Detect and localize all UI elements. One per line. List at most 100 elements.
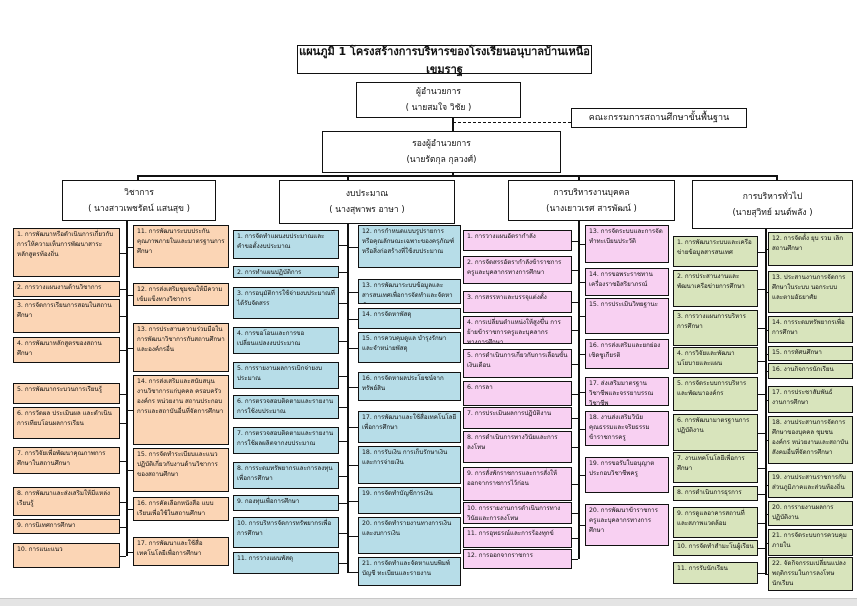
connector-line [572,270,578,272]
connector-line [339,272,347,274]
department-head: (นางเยาวเรศ สารพัฒน์ ) [546,203,637,214]
connector-line [572,447,578,449]
department-head: ( นางสุพาพร อาษา ) [329,205,405,215]
connector-line [765,330,768,332]
task-box: 1. การพัฒนาหรือดำเนินการเกี่ยวกับการให้ค… [13,228,120,277]
connector-line [137,175,777,177]
connector-line [120,289,126,291]
connector-line [339,303,347,305]
task-box: 20. การรายงานผลการปฏิบัติงาน [768,501,853,526]
connector-line [137,175,139,180]
task-box: 3. การจัดการเรียนการสอนในสถานศึกษา [13,299,120,333]
connector-line [572,484,578,486]
department-box-academic: วิชาการ ( นางสาวเพชรัตน์ แสนสุข ) [62,180,216,221]
connector-line [758,548,765,550]
connector-line [120,350,126,352]
task-box: 4. การเปลี่ยนตำแหน่งให้สูงขึ้น การย้ายข้… [463,316,572,344]
connector-line [126,295,133,297]
connector-line [765,400,768,402]
task-box: 17. การพัฒนาและใช้สื่อเทคโนโลยีเพื่อการศ… [358,411,461,443]
connector-line [339,407,347,409]
department-box-general: การบริหารทั่วไป(นายสุวิทย์ มนต์พลัง ) [692,180,853,229]
task-box: 19. การจัดทำบัญชีการเงิน [358,487,461,514]
bottom-bar [0,598,857,606]
department-title: วิชาการ [124,187,154,198]
task-box: 5. การรายงานผลการเบิกจ่ายงบประมาณ [233,362,339,389]
task-box: 3. การสรรหาและบรรจุแต่งตั้ง [463,291,572,313]
connector-line [126,552,133,554]
connector-line [578,429,585,431]
deputy-box: รองผู้อำนวยการ (นายรัตกุล กุลวงศ์) [322,131,561,173]
connector-line [758,289,765,291]
connector-line [339,563,347,565]
connector-line [765,440,768,442]
connector-line [758,328,765,330]
connector-line [339,503,347,505]
task-box: 12. การจัดตั้ง ยุบ รวม เลิกสถานศึกษา [768,232,853,266]
deputy-role: รองผู้อำนวยการ [412,139,471,149]
connector-line [758,573,765,575]
task-box: 12. การออกจากราชการ [463,549,572,569]
task-box: 21. การจัดทำและจัดหาแบบพิมพ์บัญชี ทะเบีย… [358,557,461,586]
task-box: 17. การประชาสัมพันธ์งานการศึกษา [768,386,853,413]
task-box: 11. การพัฒนาระบบประกันคุณภาพภายในและมาตร… [133,225,229,268]
task-box: 9. การนิเทศการศึกษา [13,519,120,534]
connector-line [578,175,580,180]
task-box: 16. การส่งเสริมและยกย่องเชิดชูเกียรติ [585,339,669,369]
connector-line [347,319,358,321]
department-head: (นายสุวิทย์ มนต์พลัง ) [732,207,813,218]
task-box: 6. การตรวจสอบติดตามและรายงานการใช้งบประม… [233,395,339,419]
task-box: 8. การระดมทรัพยากรและการลงทุนเพื่อการศึก… [233,462,339,489]
task-box: 2. การประสานงานและพัฒนาเครือข่ายการศึกษา [673,270,758,307]
task-box: 9. กองทุนเพื่อการศึกษา [233,495,339,511]
connector-line [452,172,454,176]
task-box: 3. การวางแผนการบริหารการศึกษา [673,310,758,346]
connector-line [347,247,358,249]
task-box: 7. การประเมินผลการปฏิบัติงาน [463,407,572,429]
connector-line [347,387,358,389]
connector-line [765,249,768,251]
connector-line [347,572,358,574]
task-box: 1. การจัดทำแผนงบประมาณและคำขอตั้งงบประมา… [233,230,339,259]
connector-line [578,282,585,284]
connector-line [126,247,133,249]
connector-line [578,244,585,246]
connector-line [347,175,349,180]
task-box: 8. การพัฒนาและส่งเสริมให้มีแหล่งเรียนรู้ [13,487,120,516]
task-box: 15. การจัดทำระเบียบและแนวปฏิบัติเกี่ยวกั… [133,448,229,492]
department-head: ( นางสาวเพชรัตน์ แสนสุข ) [88,203,190,214]
task-box: 20. การจัดทำรายงานทางการเงินและงบการเงิน [358,517,461,554]
connector-line [452,117,454,131]
task-box: 15. การทัศนศึกษา [768,346,853,361]
deputy-name: (นายรัตกุล กุลวงศ์) [406,155,477,165]
connector-line [758,394,765,396]
task-box: 6. การลา [463,381,572,406]
task-box: 16. การจัดหาผลประโยชน์จากทรัพย์สิน [358,372,461,401]
task-box: 4. การขอโอนและการขอเปลี่ยนแปลงงบประมาณ [233,327,339,354]
connector-line [347,292,358,294]
task-box: 8. การดำเนินการธุรการ [673,486,758,501]
department-title: การบริหารงานบุคคล [553,187,630,198]
connector-line [120,461,126,463]
task-box: 17. ส่งเสริมมาตรฐานวิชาชีพและจรรยาบรรณวิ… [585,377,669,406]
connector-line [758,252,765,254]
task-box: 19. การขอรับใบอนุญาตประกอบวิชาชีพครู [585,457,669,493]
task-box: 3. การอนุมัติการใช้จ่ายงบประมาณที่ได้รับ… [233,287,339,319]
task-box: 2. การวางแผนงานด้านวิชาการ [13,281,120,297]
task-box: 8. การดำเนินการทางวินัยและการลงโทษ [463,431,572,463]
connector-line [578,392,585,394]
chart-title: แผนภูมิ 1 โครงสร้างการบริหารของโรงเรียนอ… [297,45,592,76]
connector-line [572,241,578,243]
connector-line [347,501,358,503]
task-box: 4. การวิจัยและพัฒนานโยบายและแผน [673,347,758,374]
department-spine [578,221,580,559]
department-box-personnel: การบริหารงานบุคคล (นางเยาวเรศ สารพัฒน์ ) [508,180,675,221]
task-box: 7. การวิจัยเพื่อพัฒนาคุณภาพการศึกษาในสถา… [13,447,120,474]
task-box: 14. การระดมทรัพยากรเพื่อการศึกษา [768,316,853,343]
task-box: 13. ประสานงานการจัดการศึกษาในระบบ นอกระบ… [768,271,853,313]
task-box: 10. การบริหารจัดการทรัพยากรเพื่อการศึกษา [233,517,339,548]
committee-box: คณะกรรมการสถานศึกษาขั้นพื้นฐาน [571,108,747,128]
task-box: 9. การสั่งพักราชการและการสั่งให้ออกจากรา… [463,467,572,501]
task-box: 2. การจัดสรรอัตรากำลังข้าราชการครูและบุค… [463,256,572,284]
connector-line [572,394,578,396]
